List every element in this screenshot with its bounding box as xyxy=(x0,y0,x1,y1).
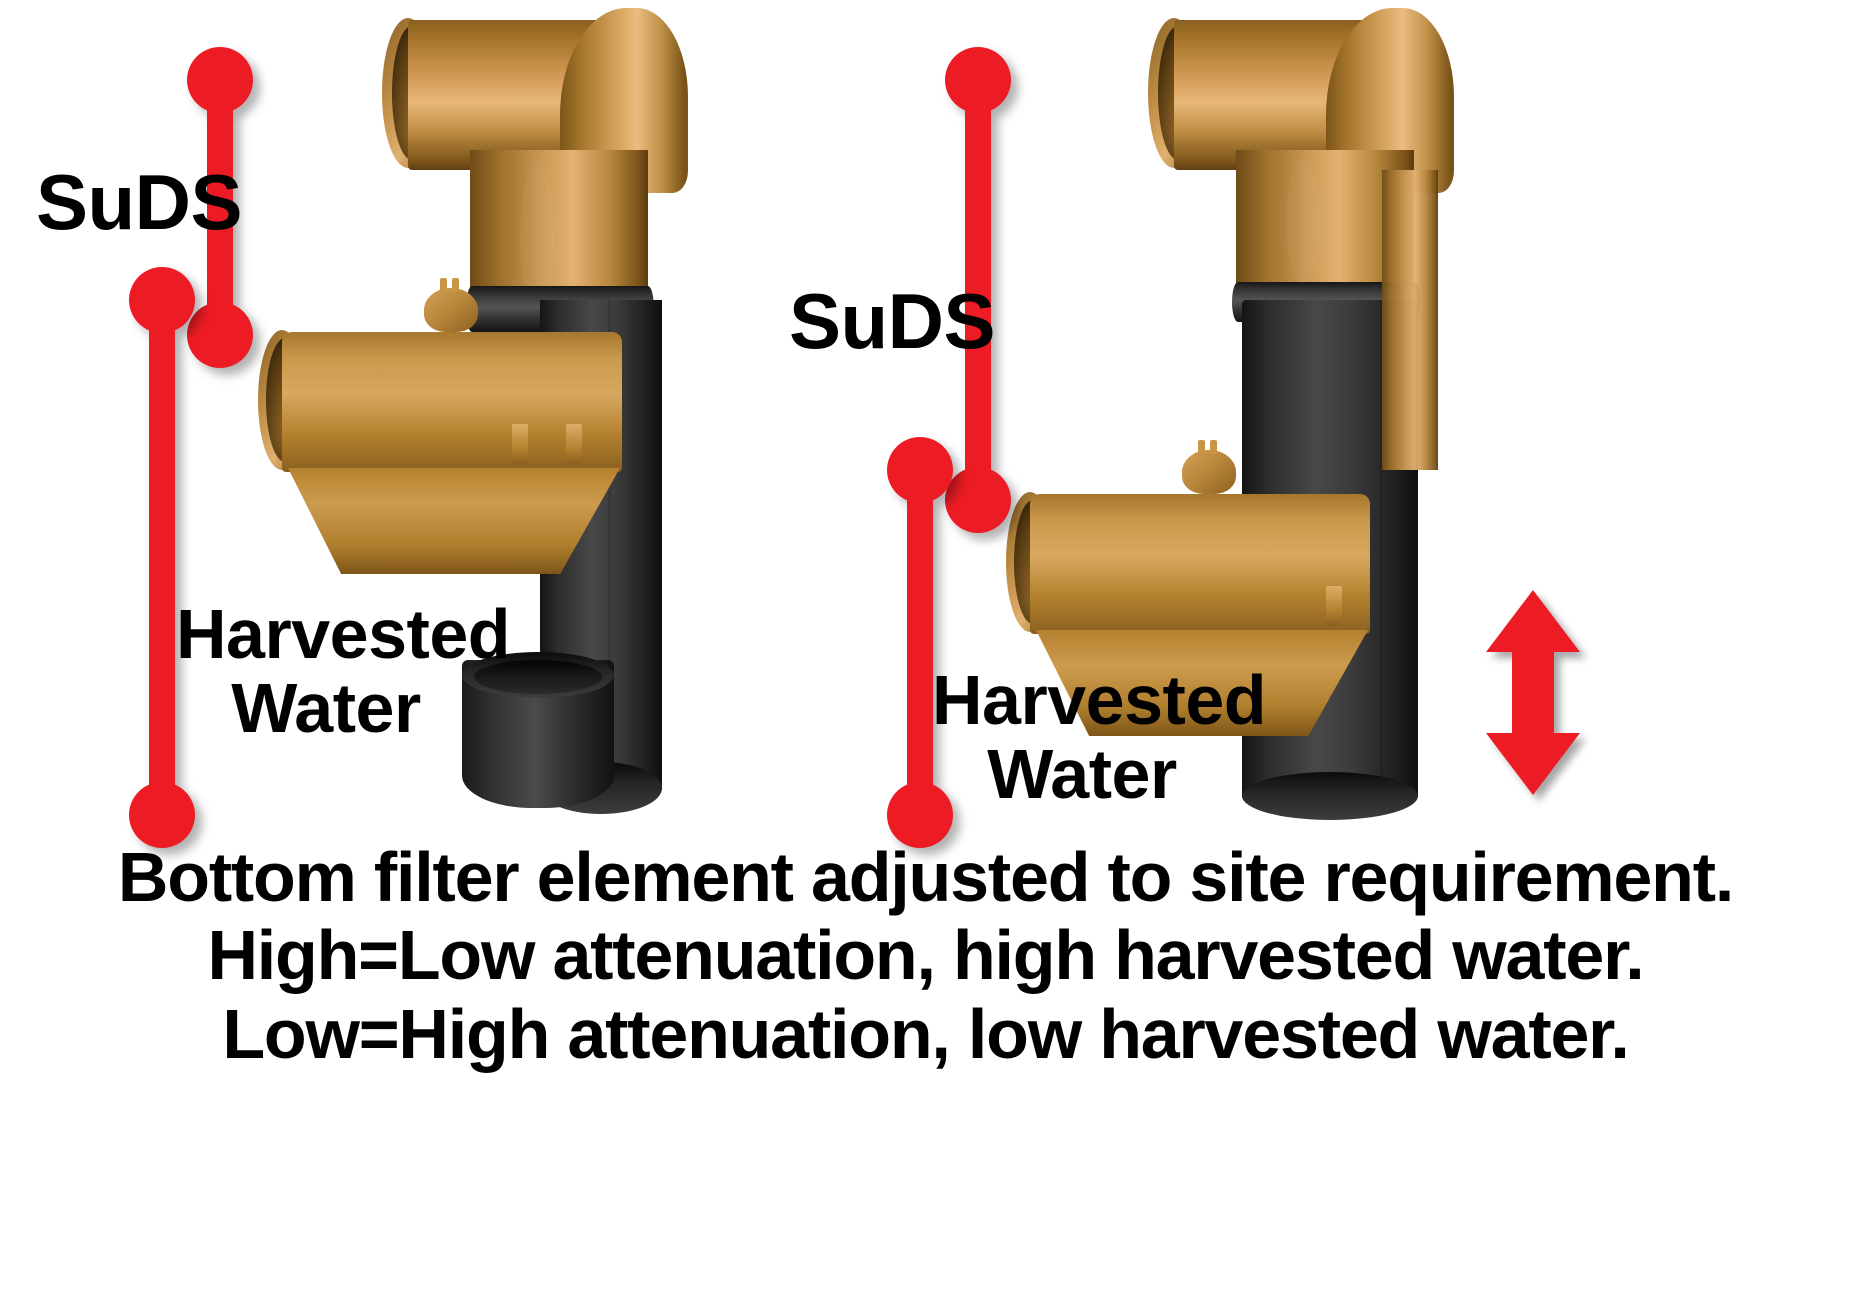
left-filter-tab-2 xyxy=(566,424,582,464)
right-harvested-marker-cap-top xyxy=(887,437,953,503)
right-harvested-marker-cap-bottom xyxy=(887,782,953,848)
left-suds-marker-cap-top xyxy=(187,47,253,113)
adjustment-range-arrow xyxy=(1486,590,1580,795)
caption-line-2: High=Low attenuation, high harvested wat… xyxy=(207,916,1644,995)
left-suds-label: SuDS xyxy=(36,158,243,246)
right-suds-marker xyxy=(945,47,1011,533)
right-harvested-label: Harvested Water xyxy=(932,661,1267,814)
right-filter-vent-nub xyxy=(1198,440,1205,454)
left-suds-marker xyxy=(187,47,253,368)
right-body-seam xyxy=(1380,300,1383,780)
caption-line-1: Bottom filter element adjusted to site r… xyxy=(117,838,1734,916)
right-harvested-marker xyxy=(887,437,953,848)
left-body-seam xyxy=(608,300,611,770)
right-suds-label: SuDS xyxy=(789,277,996,365)
right-filter-hopper xyxy=(1036,630,1368,736)
left-filter-body xyxy=(282,332,622,472)
left-harvested-label-line2: Water xyxy=(231,669,421,748)
right-filter-vent-dome xyxy=(1182,450,1236,494)
right-harvested-label-line2: Water xyxy=(987,735,1177,814)
left-filter-vent-dome xyxy=(424,288,478,332)
left-harvested-marker-cap-top xyxy=(129,267,195,333)
right-riser-highlight xyxy=(1286,160,1320,285)
right-filter-vent-nub-2 xyxy=(1210,440,1217,454)
right-body-base xyxy=(1242,772,1418,820)
left-harvested-label: Harvested Water xyxy=(176,595,511,748)
left-harvested-marker xyxy=(129,267,195,848)
left-filter-hopper xyxy=(288,468,620,574)
left-filter-vent-nub xyxy=(440,278,447,292)
caption-line-3: Low=High attenuation, low harvested wate… xyxy=(222,994,1629,1073)
right-harvested-label-line1: Harvested xyxy=(932,661,1267,739)
caption-block: Bottom filter element adjusted to site r… xyxy=(0,838,1851,1073)
left-filter-vent-nub-2 xyxy=(452,278,459,292)
right-lower-riser xyxy=(1382,170,1438,470)
right-filter-tab-1 xyxy=(1326,586,1342,626)
right-filter-body xyxy=(1030,494,1370,634)
right-suds-marker-cap-top xyxy=(945,47,1011,113)
left-suds-marker-cap-bottom xyxy=(187,302,253,368)
left-sump-cavity xyxy=(474,660,602,694)
right-suds-marker-cap-bottom xyxy=(945,467,1011,533)
left-harvested-marker-cap-bottom xyxy=(129,782,195,848)
left-filter-tab-1 xyxy=(512,424,528,464)
left-harvested-label-line1: Harvested xyxy=(176,595,511,673)
